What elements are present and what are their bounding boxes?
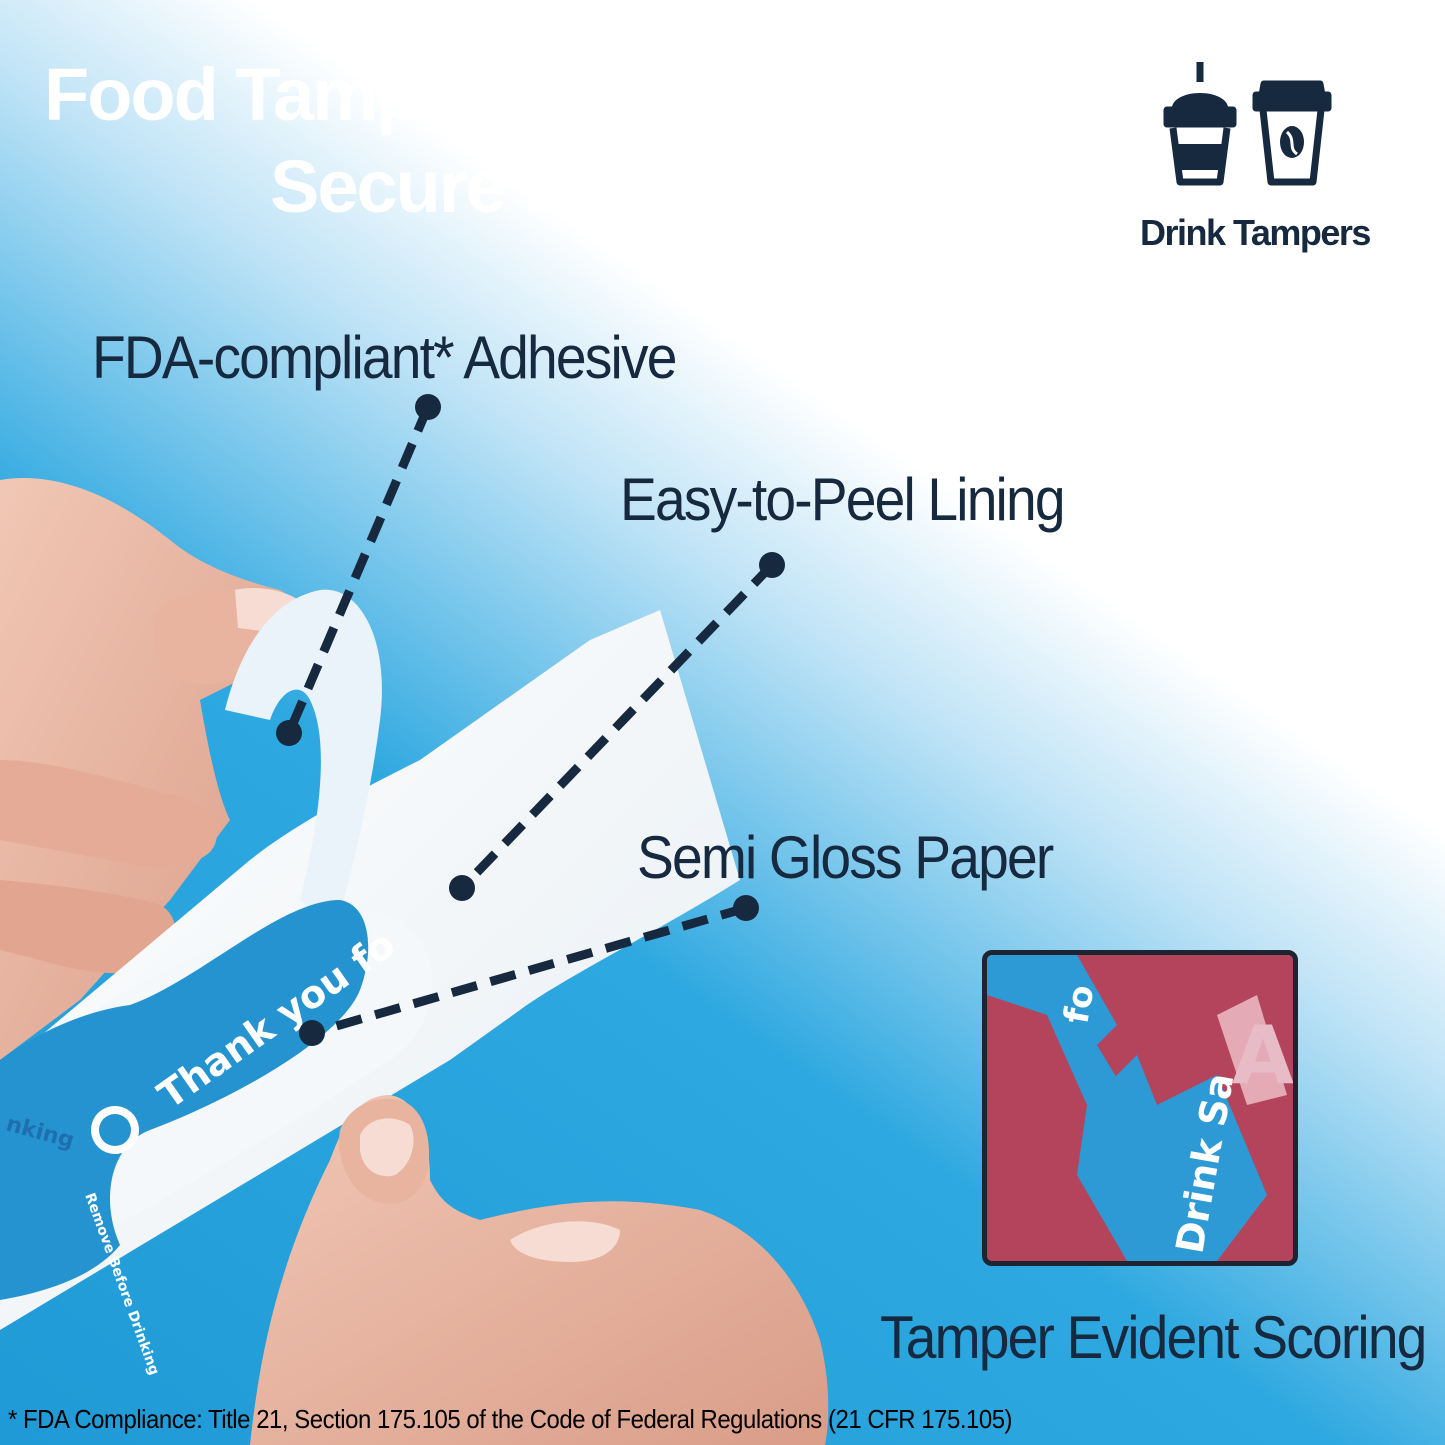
drink-tampers-label: Drink Tampers xyxy=(1140,212,1371,253)
coffee-cup-icon xyxy=(1252,80,1332,186)
lining-dot-top xyxy=(759,552,785,578)
adhesive-dot-top xyxy=(415,394,441,420)
tamper-scoring-inset: Drink Sa fo A xyxy=(982,950,1298,1266)
lower-index-fingernail xyxy=(510,1221,620,1262)
paper-dot-right xyxy=(733,895,759,921)
peeled-label xyxy=(225,589,382,930)
middle-finger-1 xyxy=(0,760,218,867)
domed-cup-icon xyxy=(1163,62,1237,186)
callout-dots xyxy=(276,394,785,1046)
lower-hand xyxy=(250,1095,829,1445)
callout-paper: Semi Gloss Paper xyxy=(637,824,1054,891)
fda-footnote: * FDA Compliance: Title 21, Section 175.… xyxy=(8,1404,1013,1434)
callout-lines xyxy=(284,405,776,1038)
page-title-line-2: Secure Meal Integrity xyxy=(270,145,974,228)
lining-dot-bottom xyxy=(449,875,475,901)
callout-scoring: Tamper Evident Scoring xyxy=(880,1304,1427,1371)
paper-dot-left xyxy=(299,1020,325,1046)
callout-lining: Easy-to-Peel Lining xyxy=(620,466,1066,533)
middle-finger-2 xyxy=(0,880,176,974)
lower-thumbnail xyxy=(360,1118,414,1177)
blue-label-band xyxy=(0,900,369,1300)
adhesive-leader xyxy=(284,405,433,735)
adhesive-dot-bottom xyxy=(276,720,302,746)
torn-label-closeup: Drink Sa fo A xyxy=(987,955,1293,1261)
callout-adhesive: FDA-compliant* Adhesive xyxy=(92,324,677,391)
lining-leader xyxy=(458,561,776,892)
torn-text-2: fo xyxy=(1056,982,1102,1027)
torn-text-3: A xyxy=(1232,1009,1293,1102)
paper-leader xyxy=(310,903,748,1038)
page-title-line-1: Food Tamper Labels xyxy=(44,53,728,136)
